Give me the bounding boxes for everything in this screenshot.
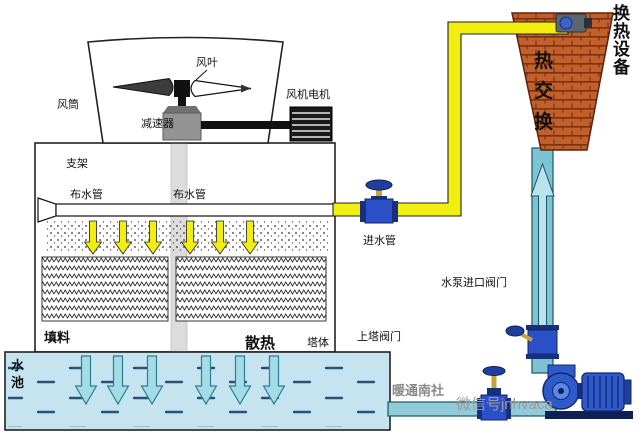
fan-motor-fins xyxy=(292,112,330,138)
riser-valve xyxy=(505,325,559,359)
inlet-valve-stem xyxy=(491,373,497,389)
label-heat-dissipation: 散热 xyxy=(245,335,276,352)
label-tower-body: 塔体 xyxy=(307,337,329,349)
heat-exchanger xyxy=(511,12,614,151)
label-inlet-pipe: 进水管 xyxy=(363,235,396,247)
tower-valve-stem xyxy=(376,188,382,199)
cooling-tower xyxy=(34,36,336,353)
exchanger-top-valve xyxy=(555,13,592,33)
pool-arrows-down xyxy=(74,355,286,406)
pump-motor-endcap xyxy=(623,379,632,405)
label-water-pipe-right: 布水管 xyxy=(173,189,206,201)
label-fill-material: 填料 xyxy=(44,330,71,345)
gearbox-top xyxy=(163,106,201,113)
water-pool xyxy=(4,351,391,431)
fan-blade-tip xyxy=(241,84,251,93)
riser-valve-handwheel xyxy=(505,325,525,337)
label-heat-exchange: 热交换 xyxy=(533,51,553,133)
pump-inlet-valve xyxy=(477,366,511,421)
label-fan-blade: 风叶 xyxy=(196,57,218,69)
fill-pack-right xyxy=(175,256,327,322)
spray-arrows-down xyxy=(83,220,260,255)
fan-blade-right xyxy=(190,79,252,98)
fan-blade-leader-line xyxy=(195,69,208,81)
pipe-run xyxy=(55,203,336,217)
water-distribution-pipe xyxy=(37,197,336,223)
pump-base xyxy=(545,411,633,419)
fan-blade-left xyxy=(112,77,174,97)
heat-exchanger-body xyxy=(511,12,614,151)
label-to-tower-valve: 上塔阀门 xyxy=(357,331,401,343)
tower-valve-handwheel xyxy=(365,179,393,191)
label-reducer: 减速器 xyxy=(141,118,174,130)
label-water-pool: 水池 xyxy=(10,358,24,390)
label-heat-exchange-equipment: 换热设备 xyxy=(613,4,630,78)
pump-motor-fins xyxy=(587,376,619,408)
fill-pack-left xyxy=(41,256,169,322)
pool-ripples xyxy=(8,355,387,427)
fan-assembly xyxy=(112,69,333,142)
label-fan-duct: 风筒 xyxy=(57,99,79,111)
pump-coupling xyxy=(577,383,582,399)
fan-shaft xyxy=(178,92,186,116)
watermark-wechat: 微信号jnhvaca xyxy=(456,396,553,413)
circulating-pump xyxy=(542,364,633,419)
fan-motor-body xyxy=(289,106,333,142)
label-fan-motor: 风机电机 xyxy=(286,89,330,101)
gearbox xyxy=(162,112,202,141)
fan-hub xyxy=(174,80,190,97)
watermark-site: 暖通南社 xyxy=(392,383,445,398)
label-pump-inlet-valve: 水泵进口阀门 xyxy=(441,277,507,289)
riser-flow-arrow-up xyxy=(530,162,555,349)
label-bracket: 支架 xyxy=(66,158,88,170)
inlet-valve-handwheel xyxy=(482,366,506,376)
tower-inlet-valve xyxy=(360,179,398,224)
label-water-pipe-left: 布水管 xyxy=(70,189,103,201)
drive-shaft-bar xyxy=(201,121,290,129)
